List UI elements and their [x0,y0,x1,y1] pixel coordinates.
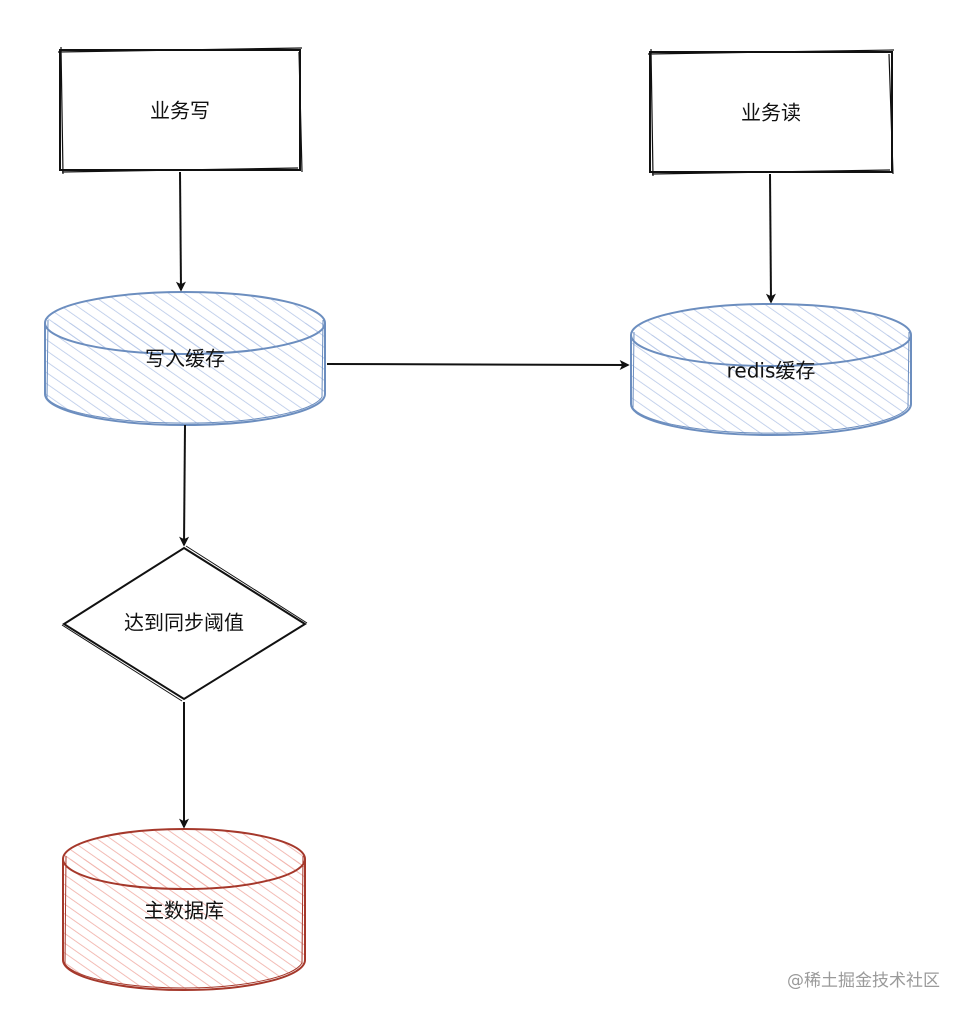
write-cache-label: 写入缓存 [145,347,225,371]
main-database-cylinder: 主数据库 [62,828,306,991]
arrow-read-to-redis [765,173,776,304]
business-read-label: 业务读 [741,101,801,125]
main-database-label: 主数据库 [144,899,224,923]
arrow-cache-to-threshold [179,424,190,547]
business-write-box: 业务写 [57,46,303,175]
redis-cache-label: redis缓存 [727,359,816,383]
write-cache-cylinder: 写入缓存 [44,291,326,426]
redis-cache-cylinder: redis缓存 [630,303,912,436]
edges [175,171,776,829]
business-read-box: 业务读 [647,48,895,177]
sync-threshold-label: 达到同步阈值 [124,611,244,635]
business-write-label: 业务写 [150,99,210,123]
arrow-write-to-cache [175,171,186,292]
sync-threshold-diamond: 达到同步阈值 [61,545,308,702]
arrow-cache-to-redis [326,359,630,370]
watermark-text: @稀土掘金技术社区 [787,971,940,991]
